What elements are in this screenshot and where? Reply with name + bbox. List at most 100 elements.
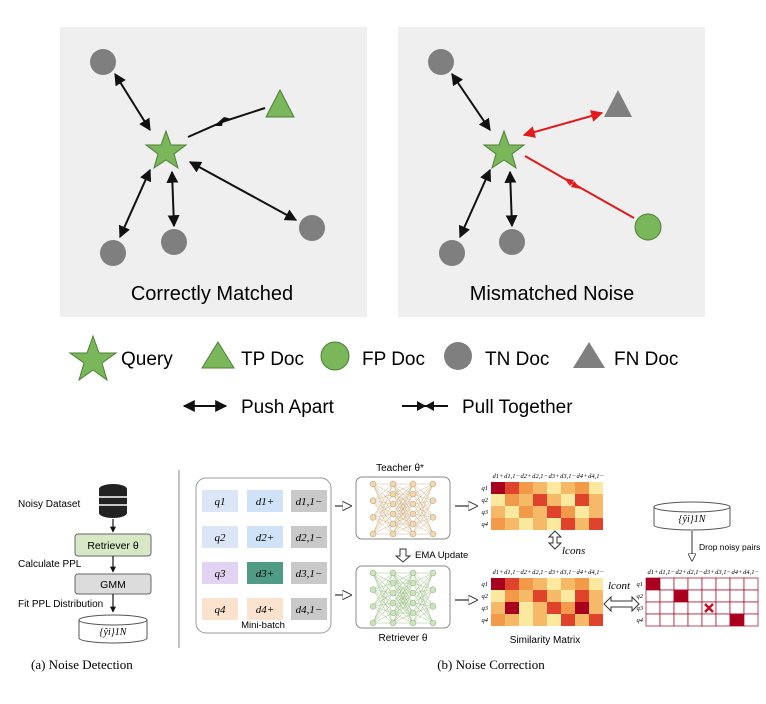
gmm-label: GMM (100, 579, 126, 591)
network-node (429, 530, 437, 538)
legend-query: Query (121, 349, 173, 370)
matrix-cell (519, 590, 533, 602)
minibatch-cell-label: d2+ (256, 532, 274, 544)
matrix-cell (561, 602, 575, 614)
matrix-row-label: q2 (482, 593, 489, 600)
matrix-cell (533, 590, 547, 602)
matrix-cell (575, 482, 589, 494)
minibatch-cell (291, 490, 327, 512)
network-node (389, 579, 397, 587)
label-cell (645, 613, 661, 627)
minibatch-cell-label: d4+ (256, 604, 274, 616)
push-apart-arrow (114, 72, 151, 132)
matrix-row-label: q2 (637, 593, 644, 600)
output-set-cylinder (78, 614, 148, 644)
matrix-cell (575, 506, 589, 518)
matrix-col-label: d2+ (521, 473, 532, 480)
push-apart-arrow (166, 170, 180, 228)
matrix-cell (547, 590, 561, 602)
matrix-cell (505, 590, 519, 602)
matrix-cell (533, 506, 547, 518)
fit-ppl-label: Fit PPL Distribution (18, 599, 103, 610)
ema-arrow-icon (394, 548, 412, 563)
ema-label: EMA Update (415, 550, 468, 561)
matrix-cell (589, 518, 603, 530)
matrix-cell (505, 494, 519, 506)
minibatch-cell-label: d3,1− (296, 568, 323, 580)
matrix-col-label: d3+ (549, 473, 560, 480)
matrix-cell (491, 494, 505, 506)
matrix-cell (589, 590, 603, 602)
label-cell (729, 613, 745, 627)
matrix-cell (533, 614, 547, 626)
lcont-double-arrow (603, 595, 640, 613)
matrix-cell (519, 482, 533, 494)
matrix-col-label: d1,1− (504, 473, 520, 480)
retriever-network (355, 565, 451, 629)
noise-detection: Noisy Dataset Retriever θ Calculate PPL … (18, 484, 152, 672)
minibatch-cell-label: q4 (215, 604, 227, 616)
matrix-cell (575, 614, 589, 626)
legend: Query TP Doc FP Doc TN Doc FN Doc Push A… (68, 334, 678, 418)
matrix-row-label: q3 (482, 509, 489, 516)
matrix-col-label: d1+ (648, 569, 659, 576)
label-cell (701, 613, 717, 627)
legend-fn-doc: FN Doc (614, 349, 678, 370)
network-node (369, 586, 377, 593)
matrix-cell (491, 518, 505, 530)
matrix-cell (491, 614, 505, 626)
network-node (369, 530, 377, 538)
matrix-cell (505, 518, 519, 530)
lcons-double-arrow (547, 530, 563, 550)
legend-tn-doc: TN Doc (485, 349, 549, 370)
matrix-cell (491, 506, 505, 518)
network-node (409, 569, 417, 577)
matrix-col-label: d4,1− (743, 569, 759, 576)
matrix-cell (589, 506, 603, 518)
matrix-col-label: d4,1− (588, 569, 604, 576)
network-node (389, 500, 397, 508)
network-node (409, 520, 417, 528)
label-cell (673, 589, 689, 603)
network-node (409, 510, 417, 518)
push-apart-arrow (458, 168, 492, 239)
panel-correctly-matched: Correctly Matched (60, 27, 367, 317)
tn-doc-node (90, 49, 116, 75)
network-node (429, 619, 437, 627)
matrix-row-label: q4 (482, 617, 489, 624)
label-cell (701, 589, 717, 603)
tp-doc-legend-icon (201, 341, 235, 369)
network-node (389, 530, 397, 538)
matrix-col-label: d1+ (493, 473, 504, 480)
minibatch-box (195, 477, 332, 634)
matrix-cell (575, 602, 589, 614)
matrix-row-label: q2 (482, 497, 489, 504)
matrix-cell (561, 518, 575, 530)
matrix-col-label: d2,1− (687, 569, 703, 576)
matrix-cell (547, 602, 561, 614)
matrix-col-label: d2+ (521, 569, 532, 576)
matrix-cell (505, 506, 519, 518)
minibatch-cell (291, 598, 327, 620)
matrix-cell (589, 578, 603, 590)
network-node (409, 480, 417, 488)
label-cell (687, 601, 703, 615)
matrix-cell (547, 578, 561, 590)
matrix-col-label: d1,1− (659, 569, 675, 576)
network-node (409, 619, 417, 627)
caption-a: (a) Noise Detection (31, 657, 133, 672)
matrix-row-label: q4 (637, 617, 644, 624)
matrix-col-label: d3,1− (560, 473, 576, 480)
tn-doc-node (439, 240, 465, 266)
minibatch-cell-label: q1 (215, 496, 226, 508)
matrix-col-label: d2+ (676, 569, 687, 576)
matrix-col-label: d2,1− (532, 473, 548, 480)
network-node (369, 514, 377, 521)
matrix-cell (533, 518, 547, 530)
matrix-cell (589, 602, 603, 614)
caption-b: (b) Noise Correction (437, 657, 545, 672)
query-legend-icon (68, 334, 118, 382)
minibatch-cell-label: d1+ (256, 496, 274, 508)
